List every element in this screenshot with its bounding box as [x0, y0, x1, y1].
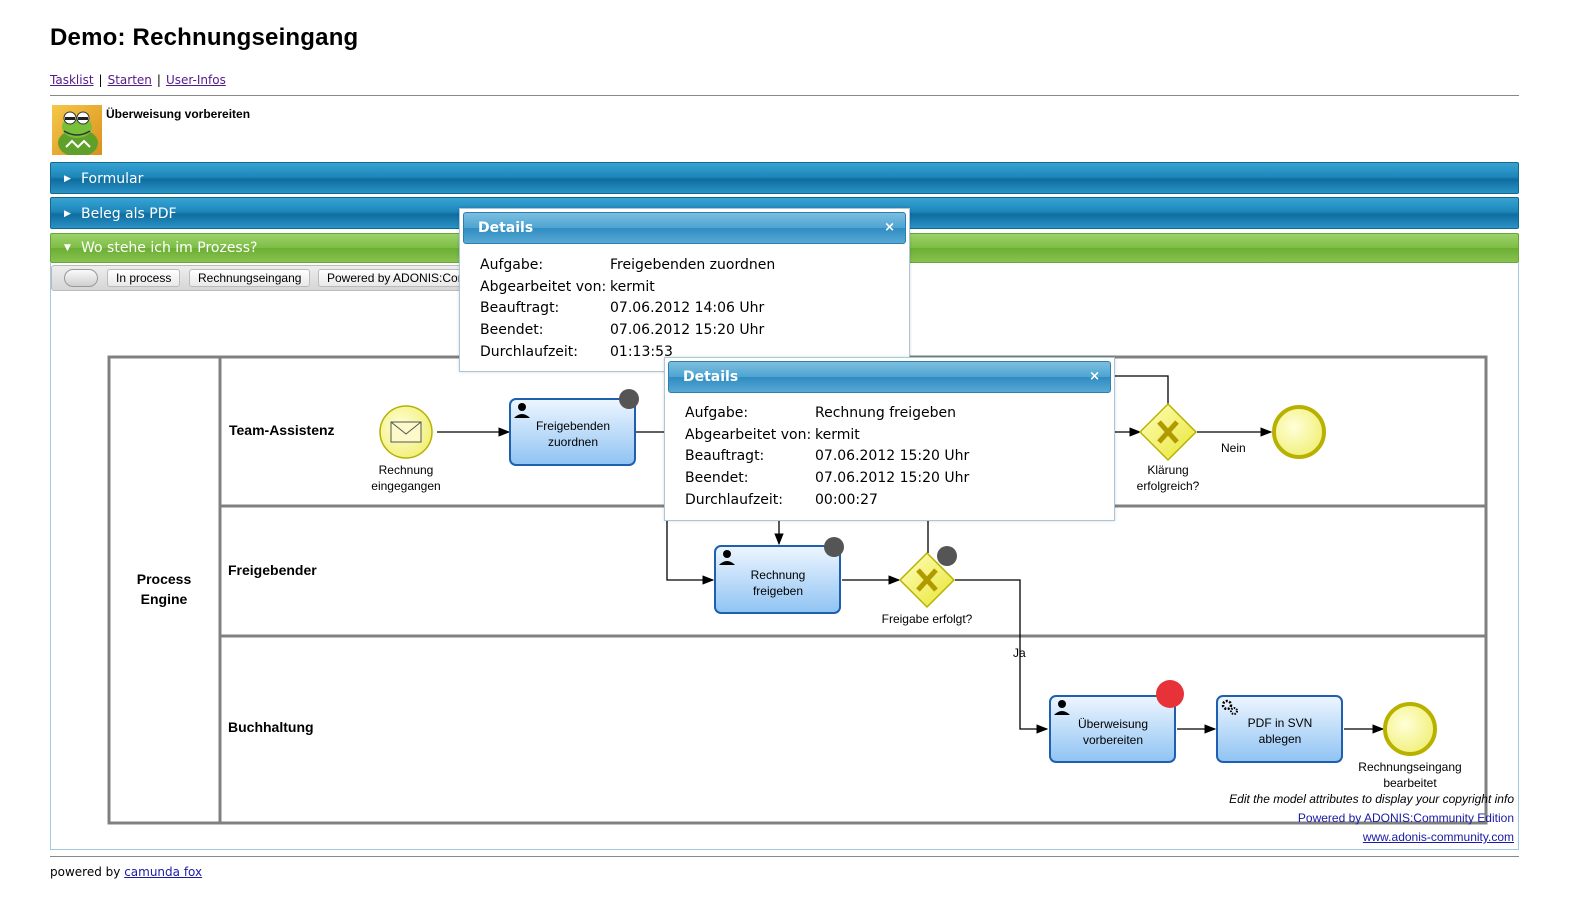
- detail-label: Abgearbeitet von:: [480, 279, 607, 295]
- status-indicator-active: [1156, 680, 1184, 708]
- gateway-klaerung-erfolgreich[interactable]: [1138, 402, 1198, 462]
- end-event-team-assistenz[interactable]: [1272, 405, 1326, 459]
- detail-value: kermit: [815, 427, 860, 443]
- status-indicator-done: [824, 537, 844, 557]
- user-icon: [719, 550, 735, 565]
- details-dialog-rechnung: Details × Aufgabe: Rechnung freigeben Ab…: [664, 357, 1115, 521]
- detail-value: 07.06.2012 15:20 Uhr: [815, 448, 970, 464]
- detail-label: Beendet:: [480, 322, 544, 338]
- nav-separator: |: [98, 73, 103, 87]
- diagram-toolbar: In process Rechnungseingang Powered by A…: [51, 265, 471, 291]
- start-event-rechnung[interactable]: [379, 405, 433, 459]
- nav-tasklist-link[interactable]: Tasklist: [50, 73, 94, 87]
- accordion-formular[interactable]: ▶ Formular: [50, 162, 1519, 194]
- detail-label: Durchlaufzeit:: [685, 492, 783, 508]
- sequence-flows: [437, 375, 1385, 734]
- detail-label: Aufgabe:: [685, 405, 749, 421]
- toggle-button[interactable]: [64, 269, 98, 287]
- in-process-button[interactable]: In process: [107, 269, 181, 287]
- process-name-button[interactable]: Rechnungseingang: [189, 269, 311, 287]
- gateway-freigabe-erfolgt[interactable]: [898, 551, 956, 609]
- detail-value: kermit: [610, 279, 655, 295]
- lane-label-team-assistenz: Team-Assistenz: [229, 422, 335, 438]
- copyright-url-link[interactable]: www.adonis-community.com: [1362, 830, 1514, 844]
- footer-prefix: powered by: [50, 865, 121, 879]
- copyright-info: Edit the model attributes to display you…: [1229, 792, 1514, 806]
- detail-value: Freigebenden zuordnen: [610, 257, 776, 273]
- nav-separator: |: [156, 73, 161, 87]
- detail-label: Durchlaufzeit:: [480, 344, 578, 360]
- detail-label: Beauftragt:: [685, 448, 765, 464]
- flow-label-ja: Ja: [1013, 646, 1026, 660]
- accordion-formular-label: Formular: [81, 171, 144, 187]
- powered-by-button[interactable]: Powered by ADONIS:Community Edition: [318, 269, 470, 287]
- gateway-freigabe-label: Freigabe erfolgt?: [882, 612, 973, 626]
- footer: powered by camunda fox: [50, 865, 202, 879]
- flow-label-nein: Nein: [1221, 441, 1246, 455]
- detail-value: 00:00:27: [815, 492, 878, 508]
- lane-label-buchhaltung: Buchhaltung: [228, 719, 314, 735]
- detail-value: 07.06.2012 15:20 Uhr: [815, 470, 970, 486]
- nav-userinfos-link[interactable]: User-Infos: [165, 73, 226, 87]
- footer-camunda-link[interactable]: camunda fox: [124, 865, 203, 879]
- x-icon: [916, 568, 938, 592]
- detail-label: Beauftragt:: [480, 300, 560, 316]
- close-icon[interactable]: ×: [1089, 369, 1100, 384]
- top-nav: Tasklist | Starten | User-Infos: [50, 73, 226, 87]
- gear-icon: [1221, 699, 1238, 715]
- detail-label: Abgearbeitet von:: [685, 427, 812, 443]
- detail-label: Beendet:: [685, 470, 749, 486]
- lane-label-freigebender: Freigebender: [228, 562, 317, 578]
- close-icon[interactable]: ×: [884, 220, 895, 235]
- accordion-beleg-label: Beleg als PDF: [81, 206, 177, 222]
- details-dialog-freigebenden: Details × Aufgabe: Freigebenden zuordnen…: [459, 208, 910, 372]
- dialog-title: Details: [478, 220, 534, 236]
- detail-label: Aufgabe:: [480, 257, 544, 273]
- task-title: Überweisung vorbereiten: [106, 107, 251, 121]
- footer-divider: [50, 856, 1519, 857]
- status-indicator-done: [937, 546, 957, 566]
- detail-value: 07.06.2012 15:20 Uhr: [610, 322, 765, 338]
- dialog-header: Details ×: [463, 212, 906, 244]
- dialog-header: Details ×: [668, 361, 1111, 393]
- user-icon: [514, 403, 530, 418]
- nav-starten-link[interactable]: Starten: [107, 73, 152, 87]
- header-divider: [50, 95, 1519, 96]
- caret-right-icon: ▶: [64, 174, 71, 184]
- dialog-title: Details: [683, 369, 739, 385]
- caret-right-icon: ▶: [64, 209, 71, 219]
- caret-down-icon: ▼: [64, 243, 71, 253]
- user-icon: [1054, 700, 1070, 715]
- copyright-powered: Powered by ADONIS:Community Edition: [1297, 811, 1514, 825]
- detail-value: Rechnung freigeben: [815, 405, 956, 421]
- detail-value: 01:13:53: [610, 344, 673, 360]
- envelope-icon: [390, 421, 422, 443]
- status-indicator-done: [619, 389, 639, 409]
- accordion-prozess-label: Wo stehe ich im Prozess?: [81, 240, 258, 256]
- end-event-rechnungseingang[interactable]: [1383, 702, 1437, 756]
- detail-value: 07.06.2012 14:06 Uhr: [610, 300, 765, 316]
- x-icon: [1157, 420, 1179, 444]
- page-title: Demo: Rechnungseingang: [50, 24, 359, 51]
- avatar: [52, 105, 102, 155]
